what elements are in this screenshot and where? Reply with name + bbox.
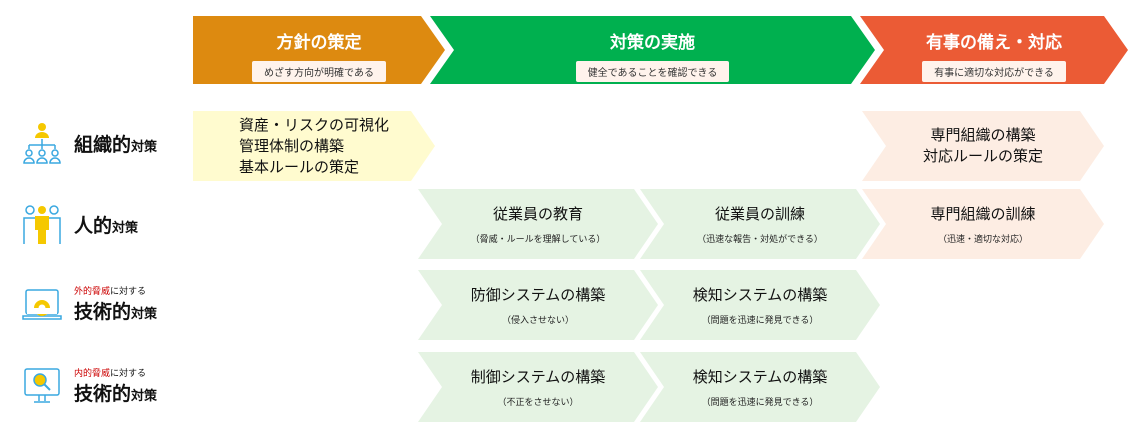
phase-implementation: 対策の実施 健全であることを確認できる bbox=[430, 16, 875, 84]
cell-note: （脅威・ルールを理解している） bbox=[470, 234, 606, 245]
phase-subtitle: 有事に適切な対応ができる bbox=[922, 61, 1066, 82]
prefix-text: に対する bbox=[110, 369, 147, 379]
people-icon bbox=[23, 205, 61, 244]
phase-subtitle: めざす方向が明確である bbox=[252, 61, 386, 82]
cell-main: 防御システムの構築 bbox=[470, 285, 606, 304]
laptop-gear-icon bbox=[22, 289, 62, 320]
cell-ext-detect: 検知システムの構築 （問題を迅速に発見できる） bbox=[640, 270, 880, 340]
row-label-suffix: 対策 bbox=[131, 307, 158, 322]
cell-org-policy: 資産・リスクの可視化 管理体制の構築 基本ルールの策定 bbox=[193, 111, 435, 181]
cell-ext-defense: 防御システムの構築 （侵入させない） bbox=[418, 270, 658, 340]
phase-emergency: 有事の備え・対応 有事に適切な対応ができる bbox=[860, 16, 1128, 84]
cell-int-detect: 検知システムの構築 （問題を迅速に発見できる） bbox=[640, 352, 880, 422]
row-label-main: 組織的 bbox=[74, 133, 132, 156]
row-label-main: 人的 bbox=[74, 214, 113, 237]
cell-note: （迅速・適切な対応） bbox=[937, 234, 1028, 245]
cell-human-education: 従業員の教育 （脅威・ルールを理解している） bbox=[418, 189, 658, 259]
cell-line: 専門組織の構築 bbox=[930, 126, 1036, 144]
cell-main: 制御システムの構築 bbox=[470, 367, 606, 386]
cell-note: （問題を迅速に発見できる） bbox=[701, 397, 819, 408]
cell-main: 検知システムの構築 bbox=[692, 285, 828, 304]
cell-line: 資産・リスクの可視化 bbox=[238, 115, 389, 134]
cell-note: （不正をさせない） bbox=[497, 397, 579, 408]
row-label-prefix: 外的脅威に対する bbox=[74, 284, 157, 297]
threat-type: 内的脅威 bbox=[74, 369, 111, 379]
cell-main: 検知システムの構築 bbox=[692, 367, 828, 386]
monitor-search-icon bbox=[24, 368, 60, 403]
phase-title: 対策の実施 bbox=[610, 33, 695, 53]
cell-main: 専門組織の訓練 bbox=[930, 204, 1036, 223]
cell-note: （問題を迅速に発見できる） bbox=[701, 315, 819, 326]
row-label-external-tech: 外的脅威に対する技術的対策 bbox=[22, 284, 157, 324]
row-label-prefix: 内的脅威に対する bbox=[74, 366, 157, 379]
cell-line: 対応ルールの策定 bbox=[922, 147, 1043, 165]
cell-main: 従業員の訓練 bbox=[714, 204, 805, 223]
cell-note: （迅速な報告・対処ができる） bbox=[697, 234, 823, 245]
row-label-suffix: 対策 bbox=[112, 220, 139, 236]
row-label-organizational: 組織的対策 bbox=[22, 122, 157, 164]
cell-line: 基本ルールの策定 bbox=[238, 157, 359, 176]
row-label-main: 技術的 bbox=[74, 301, 132, 323]
phase-title: 方針の策定 bbox=[276, 33, 362, 53]
cell-note: （侵入させない） bbox=[501, 315, 574, 326]
cell-line: 管理体制の構築 bbox=[238, 136, 344, 155]
phase-title: 有事の備え・対応 bbox=[926, 33, 1062, 53]
row-label-main: 技術的 bbox=[74, 383, 132, 405]
cell-human-training: 従業員の訓練 （迅速な報告・対処ができる） bbox=[640, 189, 880, 259]
phase-policy: 方針の策定 めざす方向が明確である bbox=[193, 16, 445, 84]
prefix-text: に対する bbox=[110, 287, 147, 297]
row-label-suffix: 対策 bbox=[131, 139, 158, 155]
row-label-internal-tech: 内的脅威に対する技術的対策 bbox=[22, 366, 157, 406]
cell-human-response: 専門組織の訓練 （迅速・適切な対応） bbox=[862, 189, 1104, 259]
row-label-suffix: 対策 bbox=[131, 389, 158, 404]
row-label-human: 人的対策 bbox=[22, 204, 138, 244]
phase-subtitle: 健全であることを確認できる bbox=[576, 61, 730, 82]
cell-int-control: 制御システムの構築 （不正をさせない） bbox=[418, 352, 658, 422]
cell-main: 従業員の教育 bbox=[492, 204, 583, 223]
organization-icon bbox=[23, 123, 61, 164]
threat-type: 外的脅威 bbox=[74, 287, 111, 297]
cell-org-response: 専門組織の構築 対応ルールの策定 bbox=[862, 111, 1104, 181]
